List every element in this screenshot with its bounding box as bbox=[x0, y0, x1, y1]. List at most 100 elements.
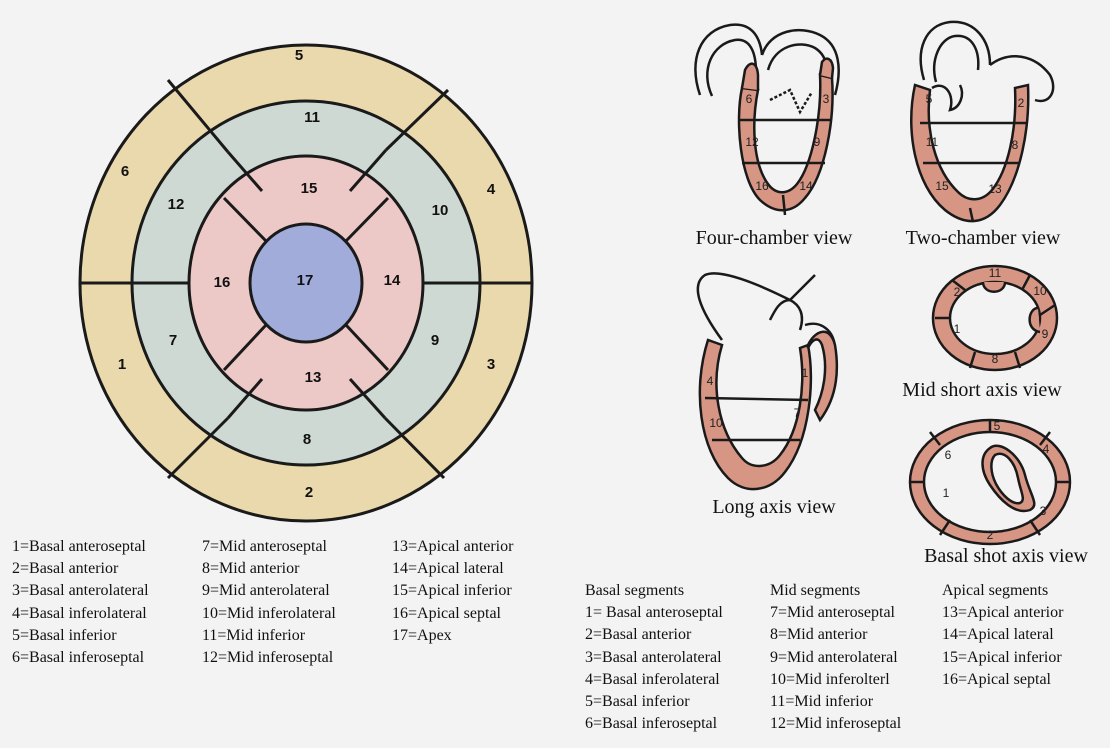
segment-label: 1 bbox=[943, 486, 950, 500]
four-chamber-myocardium bbox=[737, 73, 834, 212]
mid-short-axis-view bbox=[931, 264, 1059, 372]
segment-label: 11 bbox=[304, 109, 320, 126]
legend-item: 13=Apical anterior bbox=[392, 538, 514, 555]
legend-item: 1= Basal anteroseptal bbox=[585, 604, 723, 622]
segment-label: 6 bbox=[746, 92, 753, 106]
basal-short-axis-labels: 5 6 4 1 3 2 bbox=[943, 419, 1050, 542]
segment-label: 16 bbox=[214, 274, 231, 291]
mid-short-axis-labels: 11 10 2 1 9 8 bbox=[954, 266, 1049, 366]
segment-label: 1 bbox=[118, 356, 126, 373]
segment-label: 14 bbox=[384, 272, 401, 289]
segment-label: 12 bbox=[168, 196, 185, 213]
two-chamber-title: Two-chamber view bbox=[906, 227, 1061, 249]
legend-item: 5=Basal inferior bbox=[12, 626, 117, 644]
legend-item: 5=Basal inferior bbox=[585, 693, 690, 711]
segment-label: 5 bbox=[994, 419, 1001, 433]
segment-label: 17 bbox=[297, 272, 314, 289]
two-chamber-view bbox=[910, 20, 1055, 223]
legend-item: 11=Mid inferior bbox=[770, 693, 874, 711]
legend-item: 10=Mid inferolateral bbox=[202, 604, 336, 622]
segment-label: 7 bbox=[169, 332, 177, 349]
legend-item: 15=Apical inferior bbox=[942, 648, 1062, 666]
legend-basal-column: 1=Basal anteroseptal 2=Basal anterior 3=… bbox=[12, 536, 149, 669]
legend-item: 17=Apex bbox=[392, 626, 452, 644]
segment-label: 3 bbox=[1040, 504, 1047, 518]
legend-item: 6=Basal inferoseptal bbox=[585, 715, 718, 733]
mid-short-axis-title: Mid short axis view bbox=[902, 379, 1062, 401]
four-chamber-view bbox=[694, 23, 840, 216]
segment-label: 9 bbox=[814, 135, 821, 149]
legend-item: 1=Basal anteroseptal bbox=[12, 538, 146, 555]
legend-item: 2=Basal anterior bbox=[585, 626, 692, 644]
segment-label: 2 bbox=[1018, 96, 1025, 110]
four-chamber-labels: 6 3 12 9 16 14 bbox=[745, 92, 829, 193]
segment-label: 15 bbox=[935, 179, 949, 193]
apex-circle bbox=[248, 222, 364, 344]
legend-item: 6=Basal inferoseptal bbox=[12, 649, 145, 667]
segment-label: 5 bbox=[926, 92, 933, 106]
segment-label: 9 bbox=[431, 332, 439, 349]
legend-mid-column: 7=Mid anteroseptal 8=Mid anterior 9=Mid … bbox=[202, 536, 336, 669]
legend-header: Mid segments bbox=[770, 582, 861, 599]
long-axis-title: Long axis view bbox=[712, 496, 836, 518]
segment-label: 10 bbox=[1033, 284, 1047, 298]
segment-label: 8 bbox=[992, 352, 999, 366]
legend-item: 13=Apical anterior bbox=[942, 604, 1064, 622]
legend-item: 14=Apical lateral bbox=[392, 560, 504, 578]
segment-label: 6 bbox=[945, 448, 952, 462]
two-chamber-myocardium bbox=[910, 83, 1030, 223]
segment-label: 3 bbox=[487, 356, 495, 373]
segment-label: 12 bbox=[745, 135, 759, 149]
legend-item: 12=Mid inferoseptal bbox=[770, 715, 902, 733]
legend-item: 9=Mid anterolateral bbox=[202, 582, 330, 600]
segment-label: 8 bbox=[303, 431, 311, 448]
legend-apical-column: 13=Apical anterior 14=Apical lateral 15=… bbox=[392, 536, 513, 647]
segment-label: 6 bbox=[121, 163, 129, 180]
legend-item: 10=Mid inferolterl bbox=[770, 670, 890, 688]
legend-item: 7=Mid anteroseptal bbox=[770, 604, 895, 622]
bullseye-plot bbox=[78, 43, 534, 523]
legend-item: 14=Apical lateral bbox=[942, 626, 1054, 644]
legend-header: Apical segments bbox=[942, 582, 1049, 599]
legend-item: 16=Apical septal bbox=[392, 604, 501, 622]
segment-label: 5 bbox=[295, 47, 303, 64]
segment-label: 11 bbox=[926, 135, 939, 149]
basal-short-axis-title: Basal shot axis view bbox=[924, 545, 1088, 567]
segment-label: 14 bbox=[799, 179, 813, 193]
segment-label: 7 bbox=[794, 406, 801, 420]
segment-label: 2 bbox=[305, 484, 313, 501]
long-axis-labels: 4 1 10 7 bbox=[707, 366, 809, 430]
segment-label: 9 bbox=[1042, 327, 1049, 341]
segment-label: 2 bbox=[954, 285, 961, 299]
segment-label: 2 bbox=[987, 528, 994, 542]
long-axis-view bbox=[696, 272, 839, 491]
segment-label: 4 bbox=[1043, 442, 1050, 456]
segment-label: 10 bbox=[709, 416, 723, 430]
legend-item: 3=Basal anterolateral bbox=[585, 648, 722, 666]
segment-label: 4 bbox=[487, 181, 496, 198]
legend-header: Basal segments bbox=[585, 582, 685, 599]
two-chamber-labels: 5 2 11 8 15 13 bbox=[926, 92, 1025, 196]
segment-label: 3 bbox=[823, 92, 830, 106]
legend-item: 9=Mid anterolateral bbox=[770, 648, 898, 666]
legend-item: 4=Basal inferolateral bbox=[585, 670, 720, 688]
segment-label: 13 bbox=[988, 182, 1002, 196]
legend-item: 4=Basal inferolateral bbox=[12, 604, 147, 622]
legend-item: 15=Apical inferior bbox=[392, 582, 512, 600]
legend-item: 12=Mid inferoseptal bbox=[202, 649, 334, 667]
legend-item: 16=Apical septal bbox=[942, 670, 1051, 688]
legend-item: 7=Mid anteroseptal bbox=[202, 538, 327, 555]
legend-mid-segments: Mid segments 7=Mid anteroseptal 8=Mid an… bbox=[770, 580, 901, 735]
segment-label: 13 bbox=[305, 369, 322, 386]
legend-item: 2=Basal anterior bbox=[12, 560, 119, 578]
legend-item: 3=Basal anterolateral bbox=[12, 582, 149, 600]
segment-label: 8 bbox=[1012, 138, 1019, 152]
segment-label: 1 bbox=[802, 366, 809, 380]
segment-label: 11 bbox=[989, 266, 1002, 280]
segment-label: 10 bbox=[432, 202, 449, 219]
legend-apical-segments: Apical segments 13=Apical anterior 14=Ap… bbox=[942, 580, 1063, 691]
basal-short-axis-view bbox=[908, 418, 1072, 546]
legend-basal-segments: Basal segments 1= Basal anteroseptal 2=B… bbox=[585, 580, 723, 735]
bullseye-labels: 1 2 3 4 5 6 7 8 9 10 11 12 13 14 15 16 1… bbox=[118, 47, 496, 501]
